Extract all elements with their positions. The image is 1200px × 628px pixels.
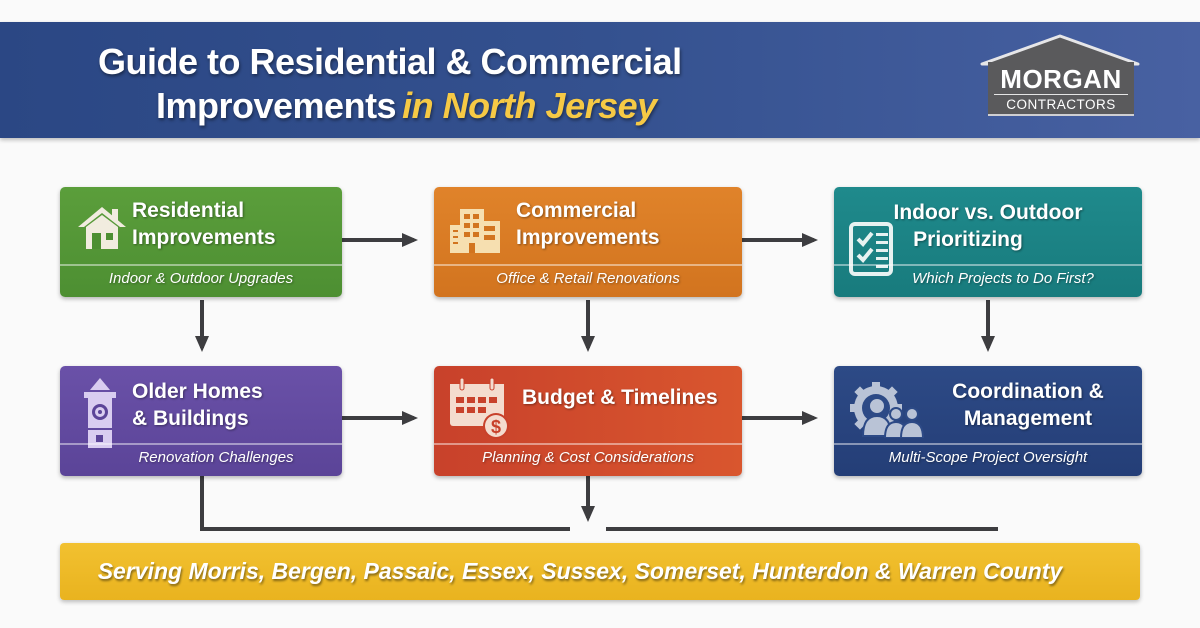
- logo-subtitle: CONTRACTORS: [1006, 97, 1116, 112]
- checklist-icon: [849, 222, 893, 276]
- card-title-line-1: Commercial: [516, 199, 637, 222]
- card-title: Indoor vs. Outdoor Prioritizing: [834, 199, 1142, 253]
- calendar-dollar-icon: $: [450, 377, 509, 439]
- card-title-line-2: Management: [963, 407, 1093, 430]
- card-title: Commercial Improvements: [516, 197, 660, 251]
- logo-brand: MORGAN: [1000, 64, 1122, 94]
- card-subtitle: Indoor & Outdoor Upgrades: [108, 270, 294, 287]
- card-title: Budget & Timelines: [522, 384, 718, 411]
- card-subtitle: Multi-Scope Project Oversight: [888, 449, 1088, 466]
- title-accent: in North Jersey: [402, 85, 657, 126]
- gear-team-icon: [850, 382, 925, 438]
- card-title: Residential Improvements: [132, 197, 276, 251]
- title-line-2-text: Improvements: [156, 85, 397, 126]
- svg-text:$: $: [491, 417, 501, 437]
- house-icon: [78, 207, 126, 249]
- card-title-line-1: Budget & Timelines: [522, 386, 718, 409]
- card-title-line-1: Indoor vs. Outdoor: [893, 201, 1083, 224]
- card-older-homes-buildings: Older Homes & Buildings Renovation Chall…: [60, 366, 342, 476]
- office-building-icon: [450, 209, 500, 253]
- service-area-banner: Serving Morris, Bergen, Passaic, Essex, …: [60, 543, 1140, 600]
- title-line-1: Guide to Residential & Commercial: [98, 41, 682, 82]
- card-title-line-1: Residential: [132, 199, 245, 222]
- card-title-line-1: Older Homes: [132, 380, 263, 403]
- card-commercial-improvements: Commercial Improvements Office & Retail …: [434, 187, 742, 297]
- logo-rule: [994, 94, 1128, 95]
- logo-plate: MORGAN CONTRACTORS: [988, 62, 1134, 116]
- card-divider: [60, 264, 342, 266]
- card-subtitle: Planning & Cost Considerations: [482, 449, 694, 466]
- card-coordination-management: Coordination & Management Multi-Scope Pr…: [834, 366, 1142, 476]
- card-subtitle: Which Projects to Do First?: [912, 270, 1094, 287]
- service-area-text: Serving Morris, Bergen, Passaic, Essex, …: [97, 558, 1063, 584]
- card-indoor-outdoor-prioritizing: Indoor vs. Outdoor Prioritizing Which Pr…: [834, 187, 1142, 297]
- card-residential-improvements: Residential Improvements Indoor & Outdoo…: [60, 187, 342, 297]
- card-title-line-2: & Buildings: [132, 407, 249, 430]
- card-title-line-2: Improvements: [516, 226, 660, 249]
- card-divider: [434, 443, 742, 445]
- card-divider: [434, 264, 742, 266]
- historic-tower-icon: [84, 378, 116, 448]
- card-title: Coordination & Management: [914, 378, 1142, 432]
- connector-left-merge: [200, 476, 570, 531]
- morgan-contractors-logo: MORGAN CONTRACTORS: [978, 34, 1142, 120]
- page-title: Guide to Residential & Commercial Improv…: [98, 40, 682, 128]
- header-banner: Guide to Residential & Commercial Improv…: [0, 22, 1200, 138]
- card-subtitle: Office & Retail Renovations: [496, 270, 680, 287]
- card-divider: [834, 264, 1142, 266]
- card-title-line-1: Coordination &: [952, 380, 1104, 403]
- card-divider: [834, 443, 1142, 445]
- card-title-line-2: Prioritizing: [913, 228, 1023, 251]
- card-title-line-2: Improvements: [132, 226, 276, 249]
- card-subtitle: Renovation Challenges: [138, 449, 294, 466]
- card-budget-timelines: $ Budget & Timelines Planning & Cost Con…: [434, 366, 742, 476]
- card-title: Older Homes & Buildings: [132, 378, 263, 432]
- card-divider: [60, 443, 342, 445]
